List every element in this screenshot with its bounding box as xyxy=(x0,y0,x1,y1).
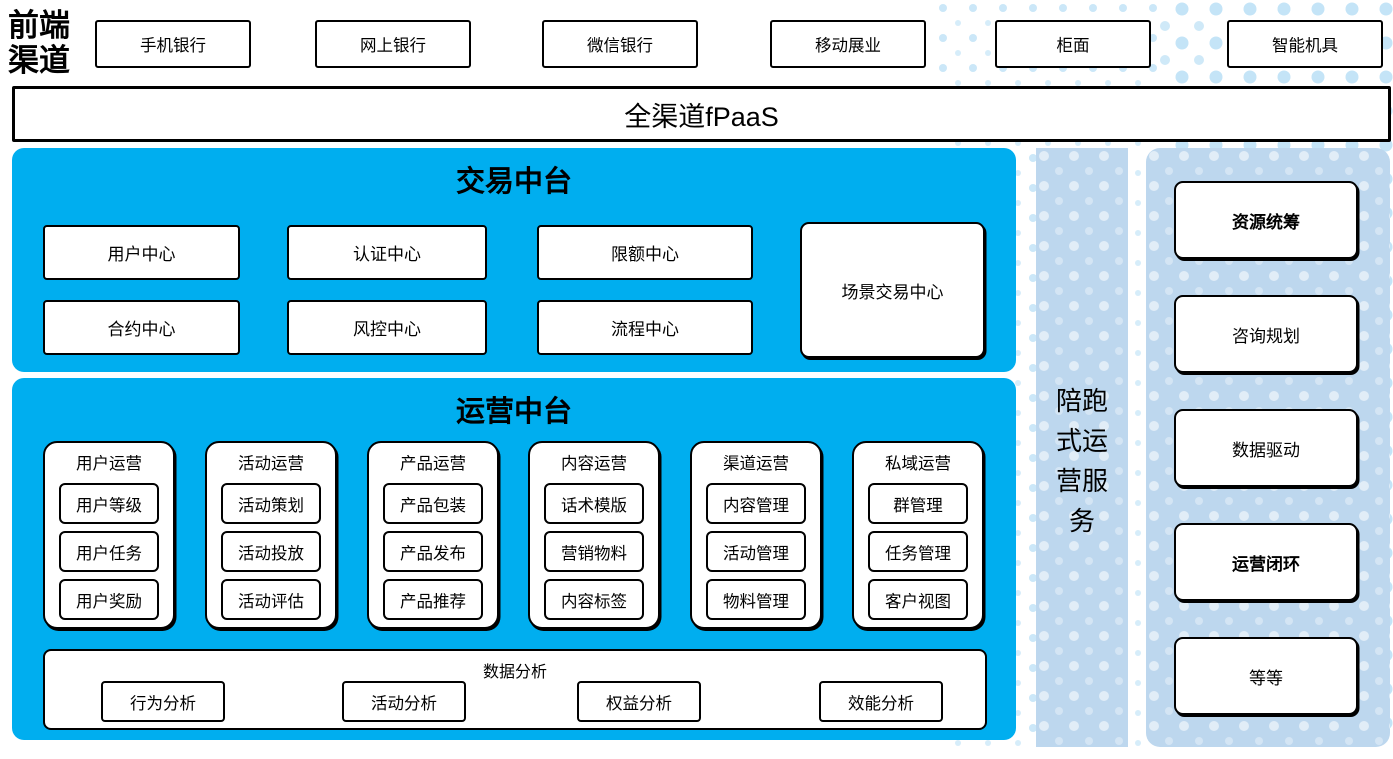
side-service-bar: 陪跑式运营服务 xyxy=(1036,148,1128,747)
group-title: 活动运营 xyxy=(238,455,304,473)
contract-center-box: 合约中心 xyxy=(43,300,240,355)
channel-mobile-banking: 手机银行 xyxy=(95,20,251,68)
campaign-analysis-box: 活动分析 xyxy=(342,681,466,722)
trade-platform-panel: 交易中台 用户中心 认证中心 限额中心 合约中心 风控中心 流程中心 场景交易中… xyxy=(12,148,1016,372)
group-title: 用户运营 xyxy=(76,455,142,473)
group-item: 活动策划 xyxy=(221,483,321,524)
fpaas-bar: 全渠道fPaaS xyxy=(12,86,1391,142)
process-center-box: 流程中心 xyxy=(537,300,753,355)
group-item: 客户视图 xyxy=(868,579,968,620)
channel-counter: 柜面 xyxy=(995,20,1151,68)
group-title: 渠道运营 xyxy=(723,455,789,473)
group-item: 内容标签 xyxy=(544,579,644,620)
channel-online-banking: 网上银行 xyxy=(315,20,471,68)
group-item: 产品发布 xyxy=(383,531,483,572)
group-private-domain-ops: 私域运营 群管理 任务管理 客户视图 xyxy=(852,441,984,629)
group-item: 用户等级 xyxy=(59,483,159,524)
data-analysis-band: 数据分析 行为分析 活动分析 权益分析 效能分析 xyxy=(43,649,987,730)
group-campaign-ops: 活动运营 活动策划 活动投放 活动评估 xyxy=(205,441,337,629)
front-channels-label: 前端渠道 xyxy=(8,8,70,78)
channel-wechat-banking: 微信银行 xyxy=(542,20,698,68)
group-item: 营销物料 xyxy=(544,531,644,572)
etc-box: 等等 xyxy=(1174,637,1358,715)
data-driven-box: 数据驱动 xyxy=(1174,409,1358,487)
right-service-panel: 资源统筹 咨询规划 数据驱动 运营闭环 等等 xyxy=(1146,148,1390,747)
trade-platform-title: 交易中台 xyxy=(455,166,572,198)
group-title: 产品运营 xyxy=(400,455,466,473)
group-item: 任务管理 xyxy=(868,531,968,572)
resource-coordination-box: 资源统筹 xyxy=(1174,181,1358,259)
group-title: 私域运营 xyxy=(885,455,951,473)
ops-platform-panel: 运营中台 用户运营 用户等级 用户任务 用户奖励 活动运营 活动策划 活动投放 … xyxy=(12,378,1016,740)
data-analysis-title: 数据分析 xyxy=(482,664,547,681)
risk-center-box: 风控中心 xyxy=(287,300,487,355)
ops-closed-loop-box: 运营闭环 xyxy=(1174,523,1358,601)
group-item: 用户任务 xyxy=(59,531,159,572)
auth-center-box: 认证中心 xyxy=(287,225,487,280)
group-item: 产品推荐 xyxy=(383,579,483,620)
ops-platform-title: 运营中台 xyxy=(455,396,572,428)
scene-trade-center-box: 场景交易中心 xyxy=(800,222,985,358)
channel-mobile-sales: 移动展业 xyxy=(770,20,926,68)
group-title: 内容运营 xyxy=(561,455,627,473)
group-item: 物料管理 xyxy=(706,579,806,620)
group-product-ops: 产品运营 产品包装 产品发布 产品推荐 xyxy=(367,441,499,629)
consulting-planning-box: 咨询规划 xyxy=(1174,295,1358,373)
limit-center-box: 限额中心 xyxy=(537,225,753,280)
group-item: 活动投放 xyxy=(221,531,321,572)
group-content-ops: 内容运营 话术模版 营销物料 内容标签 xyxy=(528,441,660,629)
group-item: 内容管理 xyxy=(706,483,806,524)
group-item: 用户奖励 xyxy=(59,579,159,620)
group-item: 产品包装 xyxy=(383,483,483,524)
group-item: 活动管理 xyxy=(706,531,806,572)
group-item: 话术模版 xyxy=(544,483,644,524)
user-center-box: 用户中心 xyxy=(43,225,240,280)
channel-smart-devices: 智能机具 xyxy=(1227,20,1383,68)
group-item: 活动评估 xyxy=(221,579,321,620)
efficiency-analysis-box: 效能分析 xyxy=(819,681,943,722)
group-item: 群管理 xyxy=(868,483,968,524)
side-service-label: 陪跑式运营服务 xyxy=(1055,386,1108,536)
behavior-analysis-box: 行为分析 xyxy=(101,681,225,722)
benefit-analysis-box: 权益分析 xyxy=(577,681,701,722)
group-user-ops: 用户运营 用户等级 用户任务 用户奖励 xyxy=(43,441,175,629)
dots-overlay xyxy=(1036,148,1128,747)
group-channel-ops: 渠道运营 内容管理 活动管理 物料管理 xyxy=(690,441,822,629)
